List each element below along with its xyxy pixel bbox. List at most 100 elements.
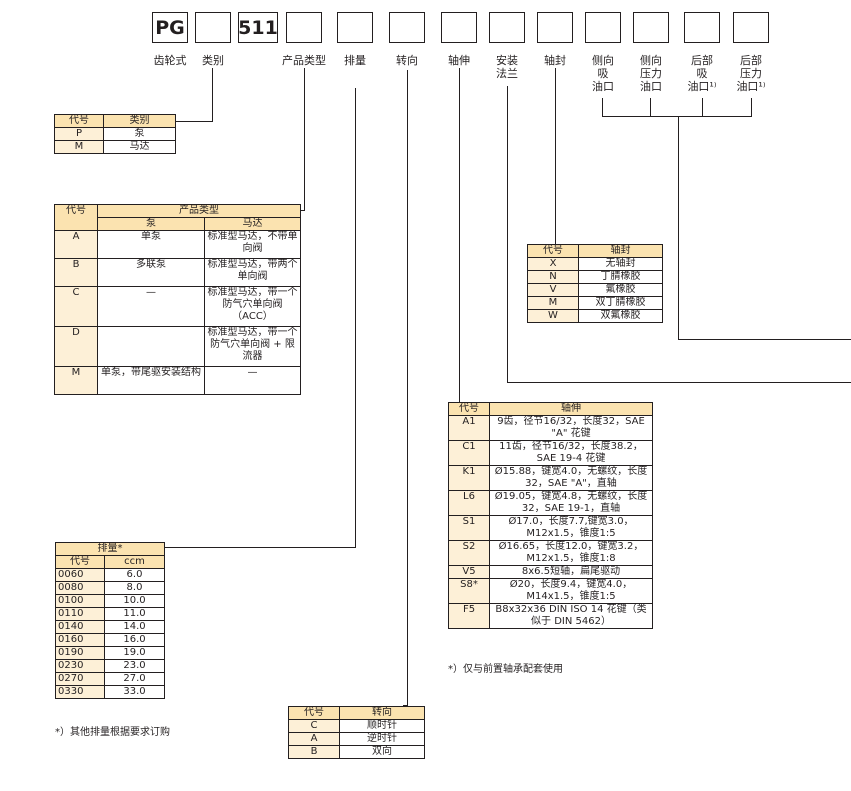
connector-category-h [176,121,213,122]
cell-code: S2 [448,540,490,566]
cell-code: S1 [448,515,490,541]
cell-value: Ø20，长度9.4，键宽4.0，M14x1.5，锥度1:5 [489,578,653,604]
col-header-code: 代号 [448,402,490,416]
category-table: 代号 类别 P 泵 M 马达 [54,114,176,154]
col-header-ccm: ccm [104,555,165,569]
cell-value: 丁腈橡胶 [578,270,663,284]
table-row: S8*Ø20，长度9.4，键宽4.0，M14x1.5，锥度1:5 [448,578,653,604]
table-row: A 单泵 标准型马达，不带单向阀 [54,230,301,259]
label-category: 类别 [202,54,224,67]
code-box-rear-pressure [733,12,769,43]
product-type-table: 代号 产品类型 泵 马达 A 单泵 标准型马达，不带单向阀 B 多联泵 标准型马… [54,204,301,395]
cell-value: 11齿，径节16/32，长度38.2，SAE 19-4 花键 [489,440,653,466]
cell-value: 23.0 [104,659,165,673]
cell-code: X [527,257,579,271]
table-row: P 泵 [54,127,176,141]
cell-code: C [288,719,340,733]
cell-value: 6.0 [104,568,165,582]
connector-port-down [678,116,679,340]
cell-value: B8x32x36 DIN ISO 14 花键（类似于 DIN 5462） [489,603,653,629]
cell-pump: 单泵 [97,230,205,259]
cell-motor: 标准型马达，不带单向阀 [204,230,301,259]
label-flange: 安装 法兰 [496,54,518,80]
code-box-rear-suction [684,12,720,43]
cell-code: 0160 [55,633,105,647]
col-header-code: 代号 [54,114,104,128]
connector-rotation-h [403,705,408,706]
label-side-suction: 侧向 吸 油口 [592,54,614,93]
cell-value: 33.0 [104,685,165,699]
code-box-flange [489,12,525,43]
connector-port-bar [602,116,752,117]
cell-code: 0110 [55,607,105,621]
col-header-code: 代号 [55,555,105,569]
label-rear-suction: 后部 吸 油口¹⁾ [687,54,717,93]
connector-displacement-h [164,547,356,548]
shaft-footnote: *）仅与前置轴承配套使用 [448,664,563,675]
code-box-category [195,12,231,43]
cell-value: 27.0 [104,672,165,686]
col-header-category: 类别 [103,114,176,128]
col-header-code: 代号 [527,244,579,258]
cell-code: M [527,296,579,310]
table-row: B 多联泵 标准型马达，带两个单向阀 [54,258,301,287]
cell-value: Ø17.0，长度7.7,键宽3.0，M12x1.5，锥度1:5 [489,515,653,541]
connector-displacement-v [355,88,356,548]
connector-shaft-v [459,68,460,402]
code-box-rotation [389,12,425,43]
label-displacement: 排量 [344,54,366,67]
connector-port-v3 [702,98,703,117]
cell-motor: 标准型马达，带一个防气穴单向阀（ACC） [204,286,301,327]
cell-code: A [288,732,340,746]
cell-code: M [54,140,104,154]
code-box-511: 511 [238,12,278,43]
cell-value: 10.0 [104,594,165,608]
cell-value: 9齿，径节16/32，长度32，SAE "A" 花键 [489,415,653,441]
connector-product-h [300,210,305,211]
cell-code: V5 [448,565,490,579]
connector-port-h [678,339,851,340]
cell-code: 0080 [55,581,105,595]
cell-value: 泵 [103,127,176,141]
col-header-product-type: 产品类型 [97,204,301,218]
table-row: M 马达 [54,140,176,154]
cell-code: P [54,127,104,141]
connector-category-v [212,68,213,122]
code-box-pg: PG [152,12,188,43]
cell-value: 氟橡胶 [578,283,663,297]
cell-code: C [54,286,98,327]
cell-pump [97,326,205,367]
connector-product-v [304,68,305,211]
code-box-displacement [337,12,373,43]
label-rotation: 转向 [396,54,418,67]
cell-value: 8x6.5短轴，扁尾驱动 [489,565,653,579]
label-rear-pressure: 后部 压力 油口¹⁾ [736,54,766,93]
cell-pump: — [97,286,205,327]
cell-code: 0060 [55,568,105,582]
cell-value: 马达 [103,140,176,154]
col-header-code: 代号 [54,204,98,231]
cell-code: L6 [448,490,490,516]
label-side-pressure: 侧向 压力 油口 [640,54,662,93]
cell-code: V [527,283,579,297]
cell-code: K1 [448,465,490,491]
cell-pump: 单泵，带尾驱安装结构 [97,366,205,395]
connector-seal-v [555,68,556,244]
